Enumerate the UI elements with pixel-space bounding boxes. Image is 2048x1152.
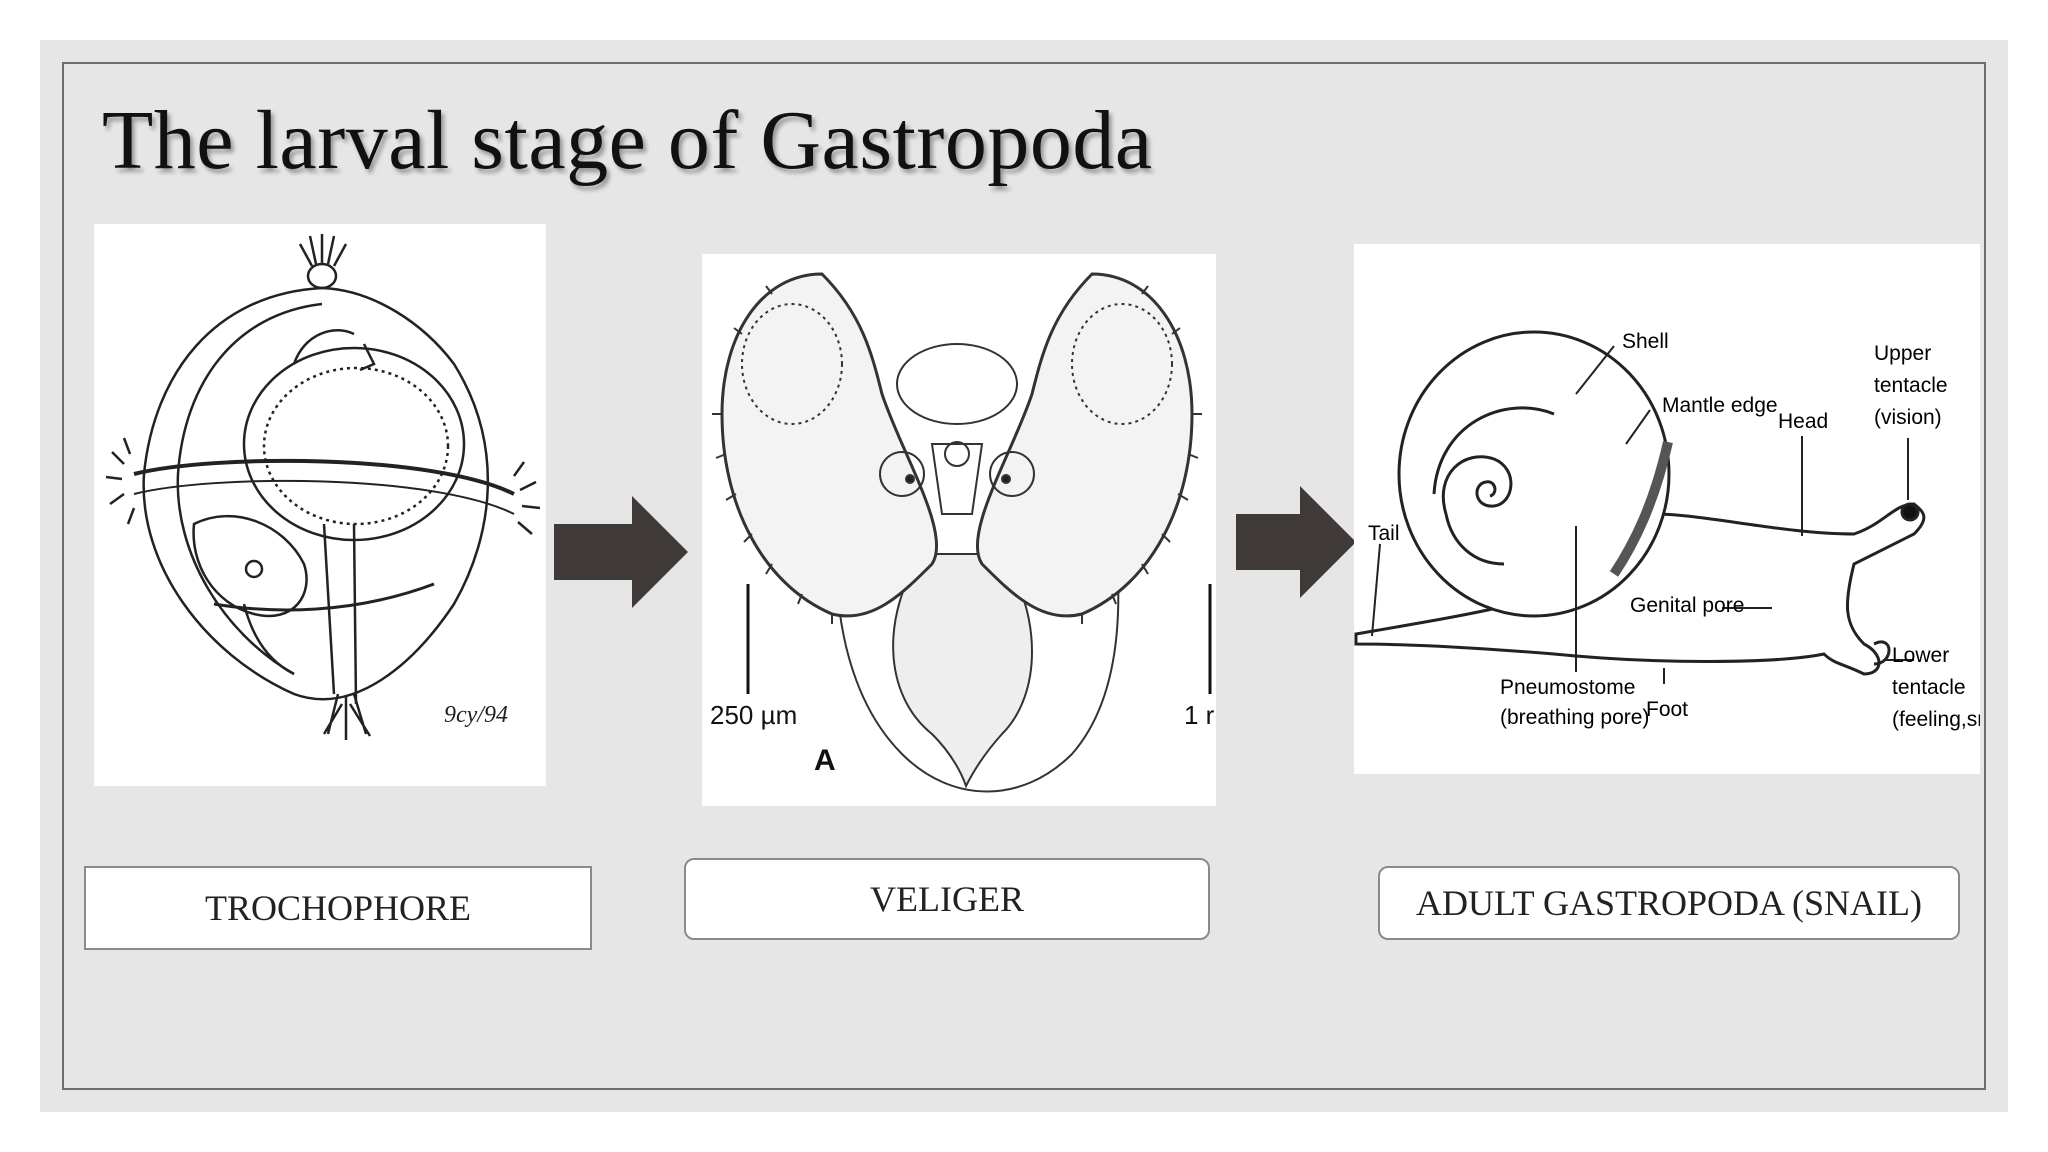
label-shell: Shell bbox=[1622, 330, 1669, 353]
label-lower-tentacle-2: tentacle bbox=[1892, 676, 1966, 699]
trochophore-label: TROCHOPHORE bbox=[84, 866, 592, 950]
label-upper-tentacle-1: Upper bbox=[1874, 342, 1932, 365]
label-pneumostome-2: (breathing pore) bbox=[1500, 706, 1650, 729]
label-genital-pore: Genital pore bbox=[1630, 594, 1745, 617]
slide-frame bbox=[62, 62, 1986, 1090]
snail-illustration: Shell Mantle edge Head Upper tentacle (v… bbox=[1354, 244, 1980, 774]
label-upper-tentacle-2: tentacle bbox=[1874, 374, 1948, 397]
trochophore-signature: 9cy/94 bbox=[444, 702, 508, 728]
veliger-label: VELIGER bbox=[684, 858, 1210, 940]
label-foot: Foot bbox=[1646, 698, 1689, 721]
adult-gastropoda-label: ADULT GASTROPODA (SNAIL) bbox=[1378, 866, 1960, 940]
label-head: Head bbox=[1778, 410, 1829, 433]
label-upper-tentacle-3: (vision) bbox=[1874, 406, 1942, 429]
trochophore-illustration: 9cy/94 bbox=[94, 224, 546, 786]
label-mantle-edge: Mantle edge bbox=[1662, 394, 1778, 417]
label-lower-tentacle-1: Lower bbox=[1892, 644, 1950, 667]
label-tail: Tail bbox=[1368, 522, 1400, 545]
veliger-illustration: 250 µm A 1 r bbox=[702, 254, 1216, 806]
scale-bar-label: 250 µm bbox=[710, 700, 798, 730]
slide-title: The larval stage of Gastropoda bbox=[102, 94, 1153, 187]
label-pneumostome-1: Pneumostome bbox=[1500, 676, 1636, 699]
right-arrow-icon bbox=[554, 496, 688, 608]
cut-off-text: 1 r bbox=[1184, 700, 1215, 730]
right-arrow-icon bbox=[1236, 486, 1356, 598]
panel-letter: A bbox=[814, 744, 836, 777]
label-lower-tentacle-3: (feeling,sm bbox=[1892, 708, 1980, 731]
